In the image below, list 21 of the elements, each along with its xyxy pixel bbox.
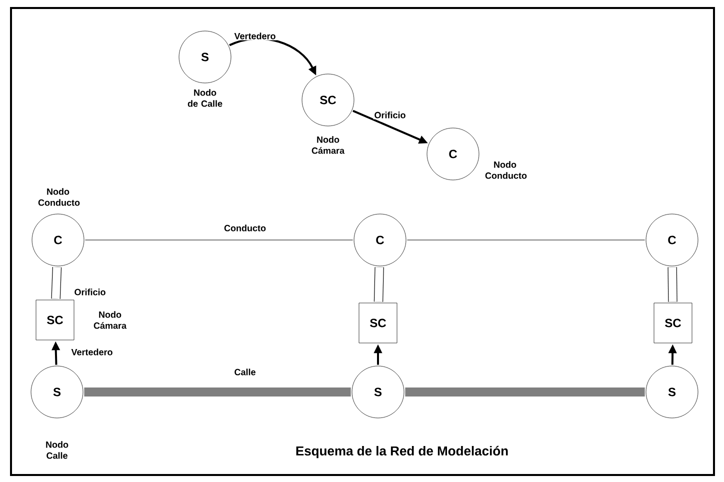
street-channel <box>84 387 351 396</box>
edge-label: Orificio <box>373 110 407 120</box>
chamber-box: SC <box>36 300 74 340</box>
edge-label: Vertedero <box>233 32 277 40</box>
node-caption: Nodo de Calle <box>188 89 222 107</box>
edge-label: Orificio <box>73 288 107 296</box>
street-channel <box>405 387 645 396</box>
node-caption: Nodo Cámara <box>312 136 345 154</box>
connector-line <box>668 267 678 302</box>
connector-line <box>374 267 384 302</box>
node-caption: Nodo Cámara <box>94 311 127 329</box>
edge-label: Conducto <box>223 224 267 232</box>
node-caption: Nodo Conducto <box>38 188 80 206</box>
connector-line <box>51 267 62 299</box>
node-caption: Nodo Conducto <box>485 161 527 179</box>
diagram-caption: Esquema de la Red de Modelación <box>296 446 508 458</box>
edge-label: Calle <box>233 368 257 376</box>
chamber-box: SC <box>358 302 398 344</box>
chamber-box: SC <box>654 302 692 344</box>
node-caption: Nodo Calle <box>46 441 68 459</box>
edge-label: Vertedero <box>70 348 114 356</box>
